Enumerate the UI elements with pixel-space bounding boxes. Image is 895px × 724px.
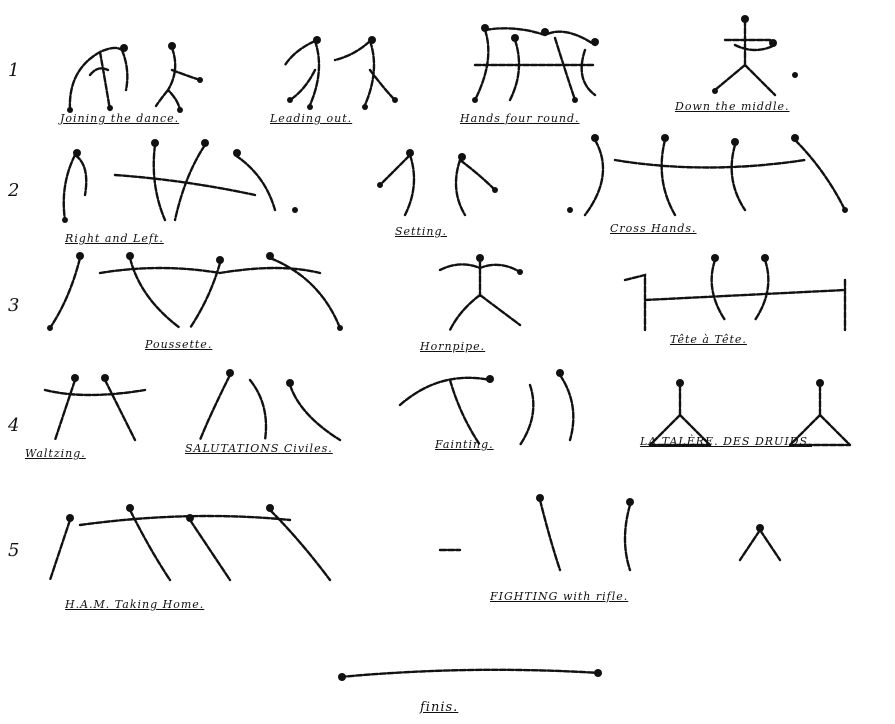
figure-right-and-left [55, 135, 315, 230]
caption-hands-four-round: Hands four round. [460, 112, 580, 125]
caption-fighting-rifle: FIGHTING with rifle. [490, 590, 629, 603]
figure-setting [370, 145, 510, 225]
row-number-1: 1 [8, 60, 20, 81]
row-number-4: 4 [8, 415, 20, 436]
caption-right-and-left: Right and Left. [65, 232, 164, 245]
figure-tete-a-tete [615, 250, 865, 340]
caption-poussette: Poussette. [145, 338, 213, 351]
figure-hands-four-round [455, 20, 615, 110]
figure-cross-hands [555, 130, 855, 225]
caption-joining-dance: Joining the dance. [60, 112, 180, 125]
ending-figure [330, 665, 610, 685]
figure-down-the-middle [695, 15, 815, 105]
caption-finis: finis. [420, 700, 459, 715]
figure-fainting [390, 365, 590, 450]
caption-taking-home: H.A.M. Taking Home. [65, 598, 205, 611]
figure-hornpipe [420, 250, 540, 335]
figure-joining-dance [60, 40, 210, 115]
row-number-2: 2 [8, 180, 20, 201]
caption-waltzing: Waltzing. [25, 447, 86, 460]
figure-salutations [190, 365, 350, 445]
figure-fighting-rifle [430, 490, 810, 580]
row-number-3: 3 [8, 295, 20, 316]
caption-setting: Setting. [395, 225, 448, 238]
figure-waltzing [25, 370, 155, 450]
row-number-5: 5 [8, 540, 20, 561]
figure-taking-home [40, 500, 370, 585]
caption-tete-a-tete: Tête à Tête. [670, 333, 747, 346]
figure-leading-out [265, 35, 405, 115]
figure-poussette [40, 248, 370, 338]
caption-la-talere: LA TALÈRE. DES DRUIDS. [640, 435, 813, 448]
caption-cross-hands: Cross Hands. [610, 222, 697, 235]
caption-down-the-middle: Down the middle. [675, 100, 790, 113]
caption-salutations: SALUTATIONS Civiles. [185, 442, 333, 455]
caption-hornpipe: Hornpipe. [420, 340, 486, 353]
figure-la-talere [630, 375, 890, 450]
caption-fainting: Fainting. [435, 438, 494, 451]
caption-leading-out: Leading out. [270, 112, 353, 125]
